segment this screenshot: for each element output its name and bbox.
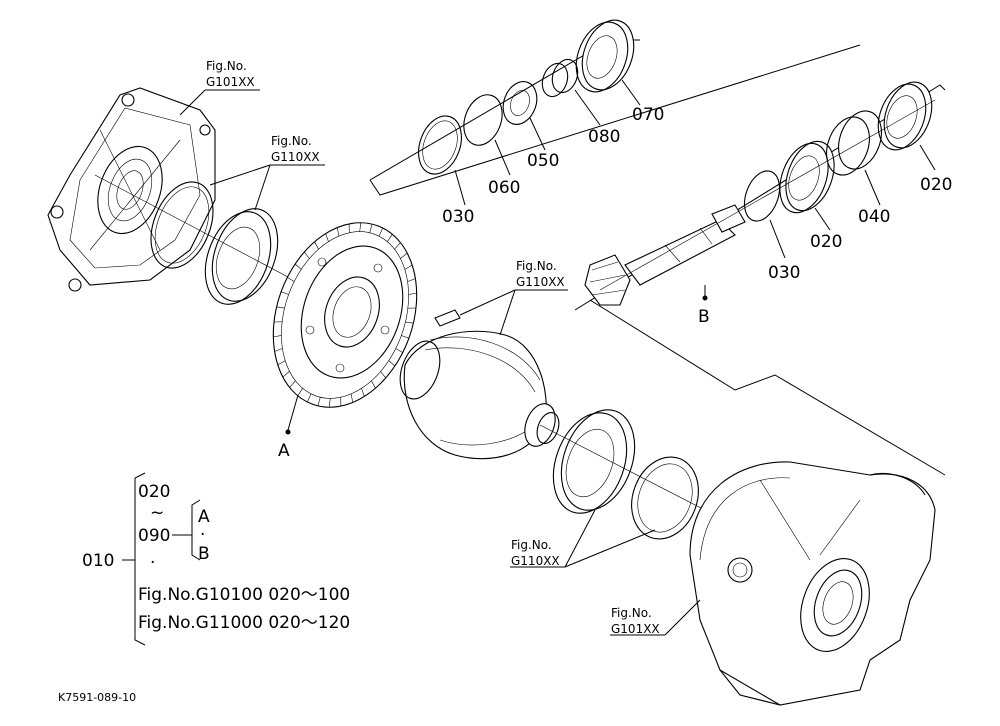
- legend-tilde: ~: [150, 503, 164, 523]
- pinion-axis: [599, 99, 936, 291]
- legend-line-2: Fig.No.G11000 020～120: [138, 613, 350, 633]
- left-bearing: [204, 208, 279, 305]
- gear-tooth: [328, 398, 331, 408]
- leader-lines: [179, 79, 936, 636]
- gear-tooth: [325, 233, 329, 242]
- gear-tooth: [350, 393, 353, 403]
- gear-housing: [689, 461, 936, 706]
- gear-tooth: [394, 242, 401, 250]
- legend-dot: ·: [150, 553, 155, 573]
- fig-ref-left-bearing-line1: Fig.No.: [271, 134, 312, 148]
- gear-tooth: [287, 277, 295, 282]
- gear-tooth: [289, 380, 296, 388]
- legend-range-start: 020: [138, 482, 170, 502]
- legend-line-1: Fig.No.G10100 020～100: [138, 585, 350, 605]
- legend-assembly-no: 010: [82, 551, 114, 571]
- gear-tooth: [314, 241, 319, 250]
- gear-tooth: [371, 380, 376, 389]
- gear-tooth: [307, 393, 312, 403]
- upper-seal-group: [418, 19, 635, 175]
- drawing-code: K7591-089-10: [58, 691, 136, 704]
- shaft-pin: [434, 309, 461, 327]
- gear-tooth: [401, 335, 410, 339]
- gear-tooth: [280, 291, 289, 295]
- gear-tooth: [407, 278, 416, 282]
- label-020-right: 020: [920, 175, 952, 195]
- gear-tooth: [404, 264, 413, 270]
- left-cover: [47, 87, 216, 292]
- gear-tooth: [297, 388, 303, 396]
- fig-ref-cover-line1: Fig.No.: [206, 59, 247, 73]
- gear-tooth: [369, 224, 373, 233]
- fig-ref-case-line1: Fig.No.: [516, 259, 557, 273]
- callout-b-dot: [702, 295, 708, 301]
- label-020-mid: 020: [810, 232, 842, 252]
- legend-range-end: 090: [138, 526, 170, 546]
- shim-ring: [631, 456, 699, 540]
- fig-ref-housing-line1: Fig.No.: [611, 606, 652, 620]
- assembly-legend: 010 020 ~ 090 · A · B Fig.No.G10100 020～…: [82, 472, 350, 646]
- label-080: 080: [588, 127, 620, 147]
- gear-tooth: [276, 306, 285, 309]
- gear-tooth: [304, 251, 310, 259]
- cover-o-ring: [150, 181, 214, 269]
- callout-a-dot: [285, 429, 291, 435]
- legend-ref-dot: ·: [200, 525, 205, 545]
- gear-tooth: [361, 388, 365, 397]
- gear-tooth: [282, 371, 290, 378]
- label-060: 060: [488, 178, 520, 198]
- gear-tooth: [277, 360, 286, 366]
- gear-tooth: [387, 234, 393, 242]
- gear-tooth: [274, 348, 283, 352]
- ring-gear: [272, 222, 418, 408]
- legend-ref-b: B: [198, 544, 210, 564]
- label-030-upper: 030: [442, 207, 474, 227]
- gear-tooth: [359, 222, 362, 232]
- gear-tooth: [317, 397, 321, 406]
- callout-b: B: [698, 307, 710, 327]
- gear-tooth: [408, 292, 417, 295]
- gear-tooth: [273, 335, 282, 338]
- gear-tooth: [380, 371, 386, 379]
- fig-ref-right-bearing-line1: Fig.No.: [511, 538, 552, 552]
- pinion-shaft-group: [584, 81, 933, 306]
- fig-ref-case-line2: G110XX: [516, 275, 565, 289]
- fig-ref-cover-line2: G101XX: [206, 75, 255, 89]
- legend-ref-a: A: [198, 507, 210, 527]
- differential-case: [399, 330, 560, 460]
- fig-ref-right-bearing-line2: G110XX: [511, 554, 560, 568]
- upper-group-outline-lower: [369, 44, 861, 196]
- callout-a: A: [278, 441, 290, 461]
- right-side-bearing: [552, 409, 636, 514]
- label-030-mid: 030: [768, 263, 800, 283]
- label-040: 040: [858, 207, 890, 227]
- gear-tooth: [388, 360, 396, 367]
- gear-tooth: [395, 348, 403, 353]
- fig-ref-housing-line2: G101XX: [611, 622, 660, 636]
- gear-tooth: [400, 252, 408, 259]
- label-070: 070: [632, 105, 664, 125]
- gear-tooth: [337, 227, 340, 237]
- housing-guide: [589, 299, 946, 476]
- label-050: 050: [527, 151, 559, 171]
- fig-ref-left-bearing-line2: G110XX: [271, 150, 320, 164]
- gear-tooth: [294, 263, 302, 270]
- gear-tooth: [378, 227, 383, 237]
- gear-tooth: [405, 321, 414, 324]
